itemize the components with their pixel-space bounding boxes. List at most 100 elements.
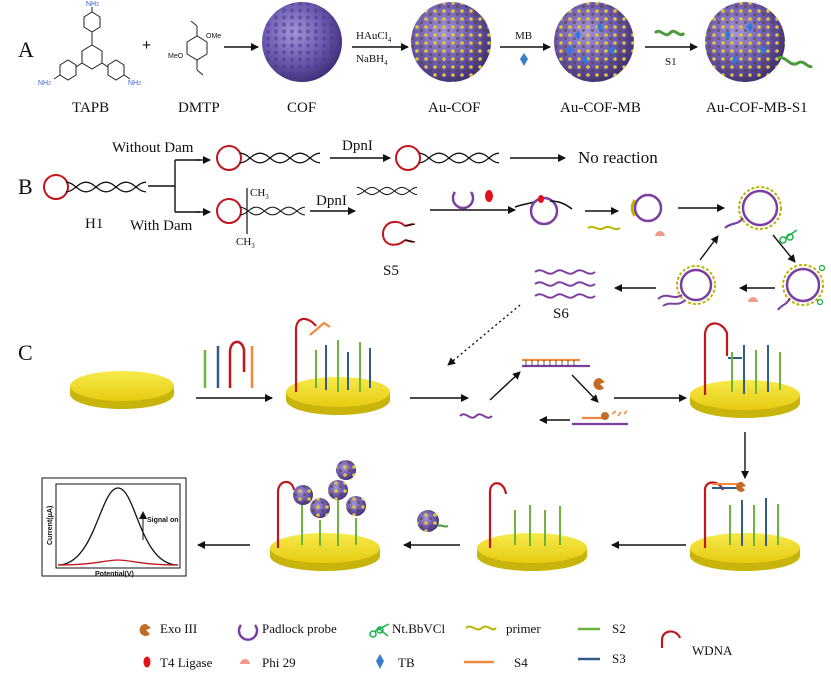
legend: Exo III Padlock probe Nt.BbVCl primer S2… bbox=[139, 621, 733, 670]
dmtp-structure bbox=[186, 20, 208, 76]
dmtp-label: DMTP bbox=[178, 100, 220, 116]
arrow-c4 bbox=[571, 374, 599, 403]
reagent-haucl4: HAuCl4 bbox=[356, 30, 392, 44]
panel-c: Signal on Current(μA) Potential(V) bbox=[41, 317, 800, 578]
legend-label-wdna: WDNA bbox=[692, 643, 733, 658]
panel-a: NH2 NH2 NH2 TAPB + OMe MeO DMTP COF HAuC… bbox=[38, 1, 813, 116]
electrode-2 bbox=[286, 317, 390, 415]
nicking-icon-1 bbox=[779, 229, 798, 244]
reagent-nabh4: NaBH4 bbox=[356, 53, 388, 67]
scissors-icon bbox=[369, 623, 390, 638]
electrode-5 bbox=[477, 482, 587, 571]
h1-label: H1 bbox=[85, 216, 103, 232]
t4-ligase-icon bbox=[485, 190, 493, 202]
nicking-icon-2 bbox=[816, 264, 826, 306]
legend-item-wdna: WDNA bbox=[660, 630, 733, 658]
legend-label-s2: S2 bbox=[612, 621, 626, 636]
bare-electrode bbox=[70, 371, 174, 409]
ch3-bottom: CH3 bbox=[236, 236, 255, 250]
dpni-top-label: DpnI bbox=[342, 138, 373, 154]
dotted-arrow-s6 bbox=[447, 304, 521, 366]
legend-item-tb: TB bbox=[376, 654, 415, 670]
legend-item-nicking: Nt.BbVCl bbox=[369, 621, 445, 638]
s5-label: S5 bbox=[383, 263, 399, 279]
dmtp-meo: MeO bbox=[168, 53, 184, 60]
tapb-structure bbox=[53, 7, 131, 81]
x-axis-label: Potential(V) bbox=[95, 571, 134, 578]
tapb-nh2-right: NH2 bbox=[128, 80, 141, 87]
arrow-s1-label: S1 bbox=[665, 56, 677, 68]
legend-item-primer: primer bbox=[465, 621, 541, 636]
legend-label-s4: S4 bbox=[514, 655, 528, 670]
rca-circle-top bbox=[724, 186, 782, 230]
legend-label-ligase: T4 Ligase bbox=[160, 655, 213, 670]
phi29-icon-2 bbox=[748, 297, 758, 302]
electrode-6 bbox=[270, 460, 380, 571]
h1-hairpin bbox=[43, 174, 146, 200]
duplex-cycle-bottom bbox=[572, 410, 628, 426]
methylated-hairpin bbox=[216, 188, 305, 234]
s6-label: S6 bbox=[553, 306, 569, 322]
padlock-probe-open bbox=[451, 191, 475, 210]
s6-strand-c bbox=[459, 413, 493, 419]
plus-sign: + bbox=[142, 37, 151, 54]
padlock-probe-icon bbox=[237, 624, 259, 641]
legend-item-s3: S3 bbox=[578, 651, 626, 666]
exo-iii-icon bbox=[139, 623, 151, 636]
cleaved-duplex bbox=[357, 186, 417, 196]
dpv-plot: Signal on Current(μA) Potential(V) bbox=[41, 477, 187, 578]
panel-b: H1 Without Dam With Dam DpnI No reaction… bbox=[43, 138, 826, 366]
legend-item-s2: S2 bbox=[578, 621, 626, 636]
t4-ligase-legend-icon bbox=[143, 656, 151, 668]
legend-item-phi: Phi 29 bbox=[240, 655, 296, 670]
signal-curve-black bbox=[57, 487, 179, 566]
y-axis-label: Current(μA) bbox=[47, 506, 54, 545]
s1-strand-icon bbox=[653, 29, 686, 37]
section-label-a: A bbox=[18, 37, 34, 62]
au-cof-mb-label: Au-COF-MB bbox=[560, 100, 641, 116]
legend-item-padlock: Padlock probe bbox=[237, 621, 337, 641]
cof-label: COF bbox=[287, 100, 316, 116]
duplex-cycle-top bbox=[522, 358, 590, 368]
au-cof-label: Au-COF bbox=[428, 100, 481, 116]
signal-curve-red bbox=[57, 559, 179, 566]
legend-item-s4: S4 bbox=[464, 655, 528, 670]
au-cof-sphere bbox=[411, 2, 491, 82]
with-dam-label: With Dam bbox=[130, 218, 193, 234]
hairpin-top-1 bbox=[216, 145, 320, 171]
signal-on-label: Signal on bbox=[147, 517, 179, 524]
ligated-padlock bbox=[514, 195, 573, 226]
electrode-3 bbox=[690, 322, 800, 418]
legend-label-primer: primer bbox=[506, 621, 541, 636]
section-label-b: B bbox=[18, 174, 33, 199]
branch-lines bbox=[148, 159, 200, 213]
mb-diamond-icon bbox=[520, 53, 528, 66]
au-cof-probe-icon bbox=[417, 510, 449, 532]
ch3-top: CH3 bbox=[250, 187, 269, 201]
legend-item-ligase: T4 Ligase bbox=[143, 655, 213, 670]
arrow-b6 bbox=[699, 235, 719, 261]
arrow-c3 bbox=[489, 371, 521, 401]
legend-label-exo: Exo III bbox=[160, 621, 197, 636]
s6-strands bbox=[534, 269, 596, 299]
arrow-b4 bbox=[772, 234, 796, 263]
hairpin-top-2 bbox=[395, 145, 499, 171]
rca-circle-left bbox=[657, 265, 716, 307]
au-cof-mb-sphere bbox=[554, 2, 634, 82]
tapb-nh2-top: NH2 bbox=[86, 1, 99, 8]
primer-icon bbox=[465, 625, 497, 631]
legend-label-padlock: Padlock probe bbox=[262, 621, 337, 636]
phi29-legend-icon bbox=[240, 659, 250, 664]
legend-item-exo: Exo III bbox=[139, 621, 197, 636]
section-label-c: C bbox=[18, 340, 33, 365]
primer-strand bbox=[587, 225, 621, 231]
electrode-4 bbox=[690, 481, 800, 571]
legend-label-s3: S3 bbox=[612, 651, 626, 666]
arrow-mb-label: MB bbox=[515, 30, 532, 42]
legend-label-phi: Phi 29 bbox=[262, 655, 296, 670]
legend-label-tb: TB bbox=[398, 655, 415, 670]
dmtp-ome: OMe bbox=[206, 33, 221, 40]
exo-iii-icon-cycle bbox=[593, 377, 605, 390]
probe-strands bbox=[203, 340, 254, 388]
